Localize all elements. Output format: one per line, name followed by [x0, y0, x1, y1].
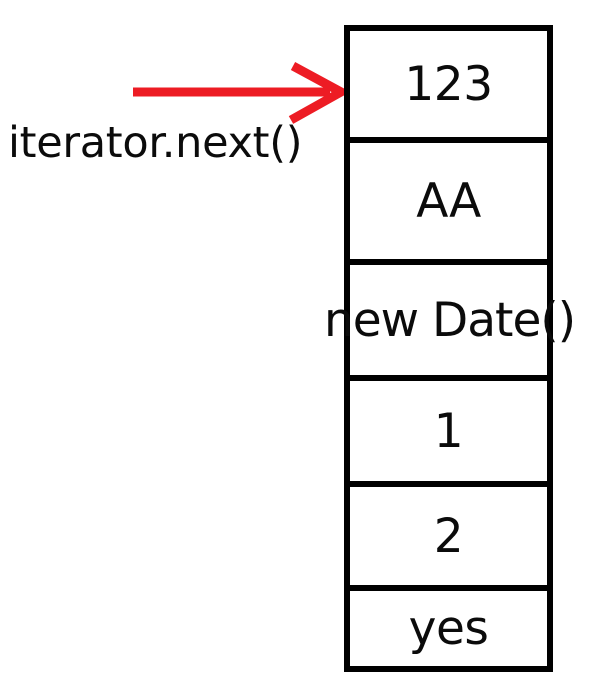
table-row: AA — [350, 143, 547, 265]
table-row: new Date() — [324, 265, 576, 381]
cell-value: 1 — [433, 403, 464, 459]
cell-value: AA — [416, 173, 481, 229]
cell-value: new Date() — [323, 292, 576, 348]
red-arrow-icon — [133, 62, 351, 124]
iterator-next-label: iterator.next() — [8, 118, 303, 168]
cell-value: 2 — [433, 508, 464, 564]
iterator-values-table: 123 AA new Date() 1 2 yes — [324, 25, 576, 672]
table-row: 1 — [350, 381, 547, 487]
table-row: yes — [350, 591, 547, 666]
table-row: 123 — [350, 31, 547, 143]
cell-value: yes — [408, 601, 489, 656]
cell-value: 123 — [404, 56, 493, 112]
table-row: 2 — [350, 487, 547, 591]
